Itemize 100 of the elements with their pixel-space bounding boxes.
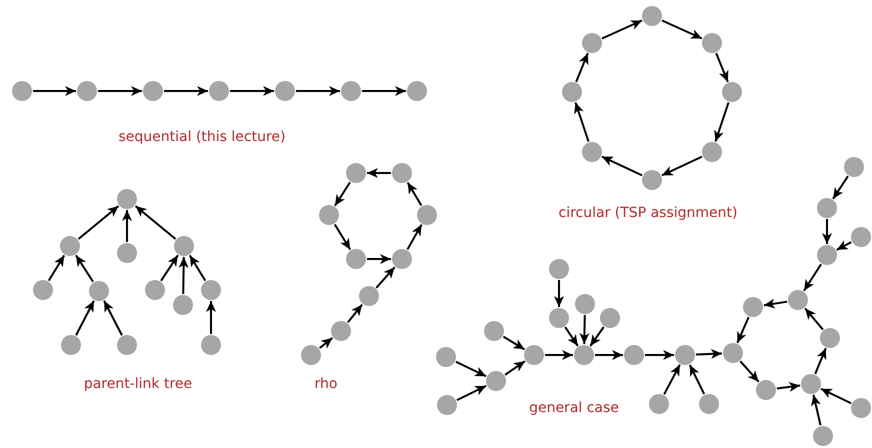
node-circle	[562, 82, 582, 102]
node-circle	[844, 157, 864, 177]
node-circle	[484, 321, 504, 341]
arrow	[296, 86, 340, 96]
arrow	[663, 364, 681, 395]
arrow	[696, 348, 722, 359]
arrow	[206, 301, 216, 334]
node-circle	[722, 82, 742, 102]
caption: general case	[529, 400, 619, 416]
node-circle	[723, 343, 743, 363]
node-circle	[331, 321, 351, 341]
arrow	[714, 102, 730, 142]
arrow	[736, 316, 750, 344]
arrow	[590, 326, 604, 347]
arrow	[98, 86, 142, 96]
node-circle	[407, 81, 427, 101]
node-circle	[575, 294, 595, 314]
arrow	[75, 300, 95, 336]
node-circle	[600, 308, 620, 328]
node-circle	[301, 345, 321, 365]
node-circle	[675, 345, 695, 365]
arrow	[347, 304, 363, 324]
node-circle	[173, 295, 193, 315]
node-circle	[649, 394, 669, 414]
arrow	[740, 360, 760, 382]
node-circle	[436, 347, 456, 367]
node-circle	[174, 236, 194, 256]
node-circle	[77, 81, 97, 101]
node-circle	[788, 290, 808, 310]
arrow	[822, 219, 832, 244]
node-circle	[359, 286, 379, 306]
arrow	[814, 348, 827, 374]
arrow	[803, 264, 822, 292]
node-circle	[209, 81, 229, 101]
arrow	[75, 254, 94, 282]
node-circle	[117, 335, 137, 355]
node-circle	[143, 81, 163, 101]
arrow	[832, 176, 849, 200]
node-circle	[851, 227, 871, 247]
node-circle	[574, 345, 594, 365]
arrow	[33, 86, 76, 96]
arrow	[804, 308, 824, 330]
node-circle	[624, 345, 644, 365]
arrow	[406, 182, 422, 206]
arrow	[230, 86, 274, 96]
arrow	[78, 205, 120, 240]
node-circle	[582, 33, 602, 53]
node-circle	[346, 163, 366, 183]
node-circle	[60, 236, 80, 256]
node-circle	[486, 371, 506, 391]
arrow	[362, 86, 406, 96]
arrow	[836, 240, 852, 251]
node-circle	[201, 280, 221, 300]
arrow	[645, 350, 674, 360]
arrow	[575, 52, 589, 82]
arrow	[554, 280, 564, 307]
arrow	[820, 388, 852, 404]
node-circle	[145, 280, 165, 300]
node-circle	[817, 198, 837, 218]
node-circle	[813, 426, 833, 446]
node-circle	[699, 394, 719, 414]
arrow	[662, 20, 702, 40]
node-circle	[417, 205, 437, 225]
node-circle	[820, 328, 840, 348]
node-circle	[341, 81, 361, 101]
caption: rho	[314, 376, 338, 392]
arrow	[178, 256, 189, 294]
arrow	[48, 254, 66, 282]
arrow	[595, 350, 623, 360]
arrow	[134, 205, 176, 240]
arrow	[318, 337, 334, 349]
node-circle	[524, 345, 544, 365]
arrow	[164, 86, 208, 96]
arrow	[188, 254, 206, 282]
arrow	[406, 224, 422, 250]
arrow	[334, 224, 352, 250]
arrow	[602, 20, 642, 40]
arrow	[367, 168, 391, 178]
arrow	[688, 364, 706, 395]
node-circle	[33, 280, 53, 300]
node-circle	[851, 398, 871, 418]
node-circle	[392, 249, 412, 269]
arrow	[662, 156, 702, 176]
arrow	[504, 360, 526, 376]
node-circle	[12, 81, 32, 101]
arrow	[564, 326, 579, 346]
node-circle	[319, 205, 339, 225]
arrow	[456, 384, 487, 402]
caption: sequential (this lecture)	[118, 129, 286, 145]
arrow	[602, 156, 642, 176]
node-circle	[582, 142, 602, 162]
node-circle	[642, 170, 662, 190]
node-circle	[549, 259, 569, 279]
arrow	[502, 336, 526, 350]
arrow	[574, 102, 590, 142]
node-circle	[392, 163, 412, 183]
node-circle	[437, 395, 457, 415]
node-circle	[275, 81, 295, 101]
node-circle	[817, 245, 837, 265]
node-circle	[117, 243, 137, 263]
